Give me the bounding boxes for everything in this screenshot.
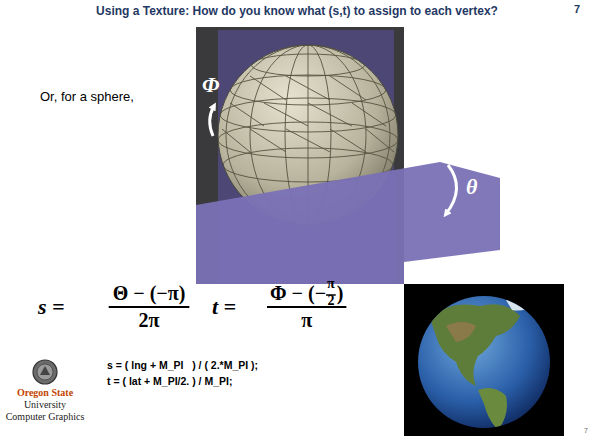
slide-title: Using a Texture: How do you know what (s…: [96, 4, 498, 18]
formula-numerator: π: [327, 276, 335, 292]
formula-denominator: 2π: [139, 309, 160, 332]
fraction-bar: [109, 306, 190, 308]
logo-text: Oregon State: [17, 387, 73, 399]
formula-lhs: s =: [38, 294, 65, 319]
logo-text: Computer Graphics: [6, 411, 85, 423]
university-seal: [33, 360, 57, 384]
page-number: 7: [584, 427, 588, 435]
formula-lhs: t =: [212, 294, 236, 319]
logo-text: University: [24, 399, 66, 411]
formula-numerator: Θ − (−π): [113, 282, 186, 305]
page-number: 7: [574, 3, 580, 16]
formula-numerator: 2: [327, 293, 334, 309]
fraction-bar: [267, 306, 346, 308]
intro-text: Or, for a sphere,: [40, 90, 134, 105]
sphere-illustration: [196, 27, 500, 284]
formula-numerator: ): [337, 282, 344, 305]
code-line: t = ( lat + M_PI/2. ) / M_PI;: [107, 375, 232, 387]
earth-image: [404, 284, 564, 436]
formula-numerator: Φ − (−: [270, 282, 326, 305]
angle-label: θ: [466, 174, 477, 199]
code-line: s = ( lng + M_PI ) / ( 2.*M_PI );: [107, 359, 258, 371]
formula-denominator: π: [301, 309, 312, 332]
angle-label: Φ: [202, 72, 219, 97]
